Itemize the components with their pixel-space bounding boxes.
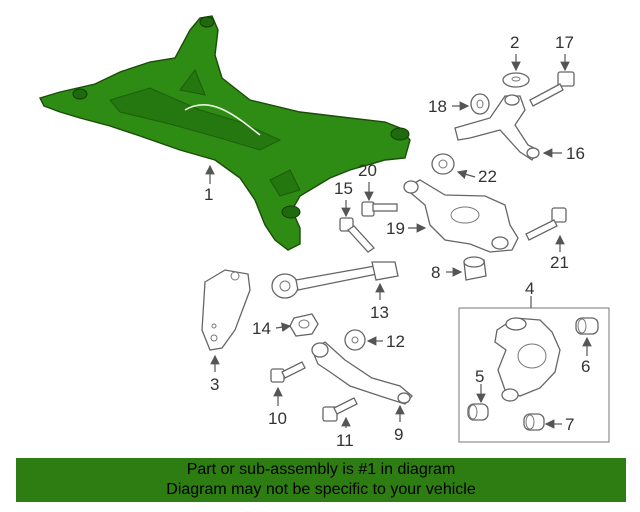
toe-link-part-13[interactable] <box>271 261 399 299</box>
callout-19: 19 <box>386 219 405 238</box>
washer-part-22[interactable] <box>431 153 455 175</box>
callout-10: 10 <box>268 409 287 428</box>
bracket-part-3[interactable] <box>201 269 251 351</box>
bolt-part-17[interactable] <box>529 71 575 107</box>
callout-14: 14 <box>252 319 271 338</box>
bushing-part-5[interactable] <box>467 403 489 421</box>
callout-2: 2 <box>510 33 519 52</box>
callout-21: 21 <box>550 253 569 272</box>
bolt-part-11[interactable] <box>322 397 358 422</box>
leader-lines <box>205 54 592 429</box>
callout-7: 7 <box>565 415 574 434</box>
bolt-part-10[interactable] <box>270 361 306 383</box>
callout-5: 5 <box>475 367 484 386</box>
subframe-part-1[interactable] <box>39 15 411 251</box>
lower-arm-part-19[interactable] <box>403 179 519 253</box>
callout-1: 1 <box>204 185 213 204</box>
banner-line-1: Part or sub-assembly is #1 in diagram <box>186 461 456 478</box>
lower-link-part-9[interactable] <box>311 341 413 405</box>
callout-11: 11 <box>336 431 354 450</box>
callout-labels: 1 2 17 18 16 22 20 15 19 21 8 4 13 14 12… <box>204 33 590 450</box>
callout-15: 15 <box>334 179 353 198</box>
callout-16: 16 <box>566 144 585 163</box>
nut-part-14[interactable] <box>289 313 319 337</box>
callout-12: 12 <box>386 332 405 351</box>
bushing-part-8[interactable] <box>463 256 487 281</box>
callout-6: 6 <box>581 357 590 376</box>
callout-22: 22 <box>478 167 497 186</box>
callout-3: 3 <box>210 375 219 394</box>
bolt-part-20[interactable] <box>361 201 398 217</box>
callout-8: 8 <box>431 263 440 282</box>
bushing-part-6[interactable] <box>575 317 599 335</box>
washer-part-12[interactable] <box>344 329 366 351</box>
callout-9: 9 <box>394 425 403 444</box>
upper-arm-part-16[interactable] <box>454 94 540 161</box>
callout-20: 20 <box>358 161 377 180</box>
disclaimer-banner: Part or sub-assembly is #1 in diagram Di… <box>16 458 626 502</box>
parts-diagram: 1 2 17 18 16 22 20 15 19 21 8 4 13 14 12… <box>39 15 610 450</box>
bolt-part-15[interactable] <box>339 217 375 253</box>
callout-4: 4 <box>525 279 534 298</box>
bolt-part-21[interactable] <box>525 207 567 241</box>
washer-part-18[interactable] <box>470 93 490 115</box>
callout-17: 17 <box>555 33 574 52</box>
callout-18: 18 <box>428 97 447 116</box>
washer-part-2[interactable] <box>502 72 530 88</box>
banner-line-2: Diagram may not be specific to your vehi… <box>166 481 476 498</box>
callout-13: 13 <box>370 303 389 322</box>
bushing-part-7[interactable] <box>523 413 545 431</box>
